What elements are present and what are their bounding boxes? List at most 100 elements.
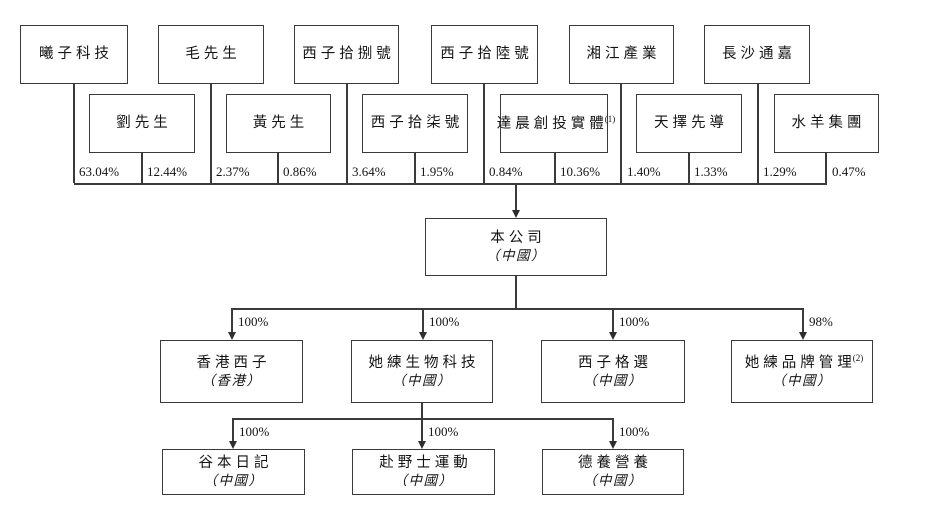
subsidiary-box-3: 西子格選 （中國） xyxy=(541,340,685,403)
shareholder-name: 達晨創投實體(1) xyxy=(496,114,616,132)
footnote-marker-2: (2) xyxy=(852,353,864,364)
arrowhead-down-icon xyxy=(418,332,427,340)
shareholder-pct-7: 0.84% xyxy=(489,164,523,179)
connector-line xyxy=(346,84,348,183)
subsidiary-box-1: 香港西子 （香港） xyxy=(160,340,303,403)
shareholder-pct-11: 1.29% xyxy=(763,164,797,179)
subsidiary-name: 香港西子 xyxy=(196,354,271,371)
shareholder-pct-4: 0.86% xyxy=(283,164,317,179)
distribution-line-1 xyxy=(232,308,804,310)
subsidiary-pct-2: 100% xyxy=(429,314,460,329)
connector-line xyxy=(554,153,556,183)
arrowhead-down-icon xyxy=(417,441,426,449)
arrowhead-down-icon xyxy=(608,441,617,449)
connector-line xyxy=(421,403,423,418)
connector-line xyxy=(277,153,279,183)
second-tier-pct-2: 100% xyxy=(428,424,459,439)
shareholder-box-10: 天擇先導 xyxy=(636,94,742,153)
shareholder-pct-6: 1.95% xyxy=(420,164,454,179)
connector-line xyxy=(612,418,614,441)
shareholder-name: 毛先生 xyxy=(185,46,241,63)
second-tier-jurisdiction: （中國） xyxy=(203,473,264,489)
shareholder-pct-9: 1.40% xyxy=(627,164,661,179)
shareholder-pct-10: 1.33% xyxy=(694,164,728,179)
connector-line xyxy=(688,153,690,183)
subsidiary-box-2: 她練生物科技 （中國） xyxy=(351,340,493,403)
subsidiary-jurisdiction: （中國） xyxy=(583,372,643,388)
arrowhead-down-icon xyxy=(227,332,236,340)
shareholder-name: 劉先生 xyxy=(116,115,172,132)
shareholder-box-12: 水羊集團 xyxy=(774,94,879,153)
footnote-marker-1: (1) xyxy=(604,114,616,125)
company-name: 本公司 xyxy=(490,230,546,246)
shareholder-box-4: 黃先生 xyxy=(226,94,331,153)
shareholder-name: 湘江產業 xyxy=(586,46,661,63)
shareholder-pct-3: 2.37% xyxy=(216,164,250,179)
subsidiary-pct-4: 98% xyxy=(809,314,833,329)
subsidiary-name: 她練生物科技 xyxy=(368,354,480,371)
connector-line xyxy=(620,84,622,183)
connector-line xyxy=(231,308,233,332)
connector-line xyxy=(421,418,423,441)
second-tier-name: 德養營養 xyxy=(578,455,652,471)
subsidiary-box-4: 她練品牌管理(2) （中國） xyxy=(731,340,873,403)
shareholder-name: 黃先生 xyxy=(252,115,309,132)
subsidiary-pct-3: 100% xyxy=(619,314,650,329)
connector-line xyxy=(612,308,614,332)
arrowhead-down-icon xyxy=(511,210,520,218)
second-tier-jurisdiction: （中國） xyxy=(583,473,643,489)
shareholder-pct-2: 12.44% xyxy=(147,164,188,179)
connector-line xyxy=(802,308,804,332)
second-tier-box-1: 谷本日記 （中國） xyxy=(162,449,305,495)
connector-line xyxy=(232,418,234,441)
second-tier-name: 谷本日記 xyxy=(198,455,273,471)
connector-line xyxy=(757,84,759,183)
shareholder-box-9: 湘江產業 xyxy=(569,25,674,84)
second-tier-name: 赴野士運動 xyxy=(379,455,472,471)
arrowhead-down-icon xyxy=(228,441,237,449)
shareholder-box-7: 西子拾陸號 xyxy=(431,25,538,84)
shareholder-pct-8: 10.36% xyxy=(560,164,601,179)
company-jurisdiction: （中國） xyxy=(486,248,546,264)
shareholder-pct-1: 63.04% xyxy=(79,164,120,179)
arrowhead-down-icon xyxy=(798,332,807,340)
subsidiary-name: 她練品牌管理(2) xyxy=(744,353,864,371)
subsidiary-jurisdiction: （香港） xyxy=(201,372,262,388)
connector-line xyxy=(515,276,517,308)
shareholder-box-6: 西子拾柒號 xyxy=(362,94,468,153)
bus-line xyxy=(74,183,827,185)
connector-line xyxy=(73,84,75,183)
second-tier-jurisdiction: （中國） xyxy=(393,473,454,489)
shareholder-name: 天擇先導 xyxy=(654,115,728,132)
subsidiary-name: 西子格選 xyxy=(578,354,652,371)
shareholder-pct-12: 0.47% xyxy=(832,164,866,179)
subsidiary-jurisdiction: （中國） xyxy=(772,373,832,389)
second-tier-pct-3: 100% xyxy=(619,424,650,439)
shareholder-pct-5: 3.64% xyxy=(352,164,386,179)
connector-line xyxy=(825,153,827,183)
arrowhead-down-icon xyxy=(608,332,617,340)
subsidiary-jurisdiction: （中國） xyxy=(392,372,452,388)
connector-line xyxy=(483,84,485,183)
shareholder-name: 水羊集團 xyxy=(791,115,866,132)
connector-line xyxy=(141,153,143,183)
distribution-line-2 xyxy=(233,418,613,420)
second-tier-pct-1: 100% xyxy=(239,424,270,439)
connector-line xyxy=(515,183,517,210)
shareholder-name: 長沙通嘉 xyxy=(722,46,796,63)
shareholder-box-1: 曦子科技 xyxy=(20,25,128,84)
connector-line xyxy=(414,153,416,183)
connector-line xyxy=(422,308,424,332)
subsidiary-pct-1: 100% xyxy=(238,314,269,329)
connector-line xyxy=(210,84,212,183)
shareholder-name: 曦子科技 xyxy=(39,46,113,63)
shareholder-box-2: 劉先生 xyxy=(89,94,195,153)
second-tier-box-3: 德養營養 （中國） xyxy=(542,449,684,495)
shareholder-box-8: 達晨創投實體(1) xyxy=(497,94,615,153)
shareholder-name: 西子拾柒號 xyxy=(370,115,464,132)
shareholder-box-11: 長沙通嘉 xyxy=(704,25,810,84)
company-box: 本公司 （中國） xyxy=(425,218,607,276)
second-tier-box-2: 赴野士運動 （中國） xyxy=(352,449,495,495)
shareholder-box-5: 西子拾捌號 xyxy=(294,25,399,84)
